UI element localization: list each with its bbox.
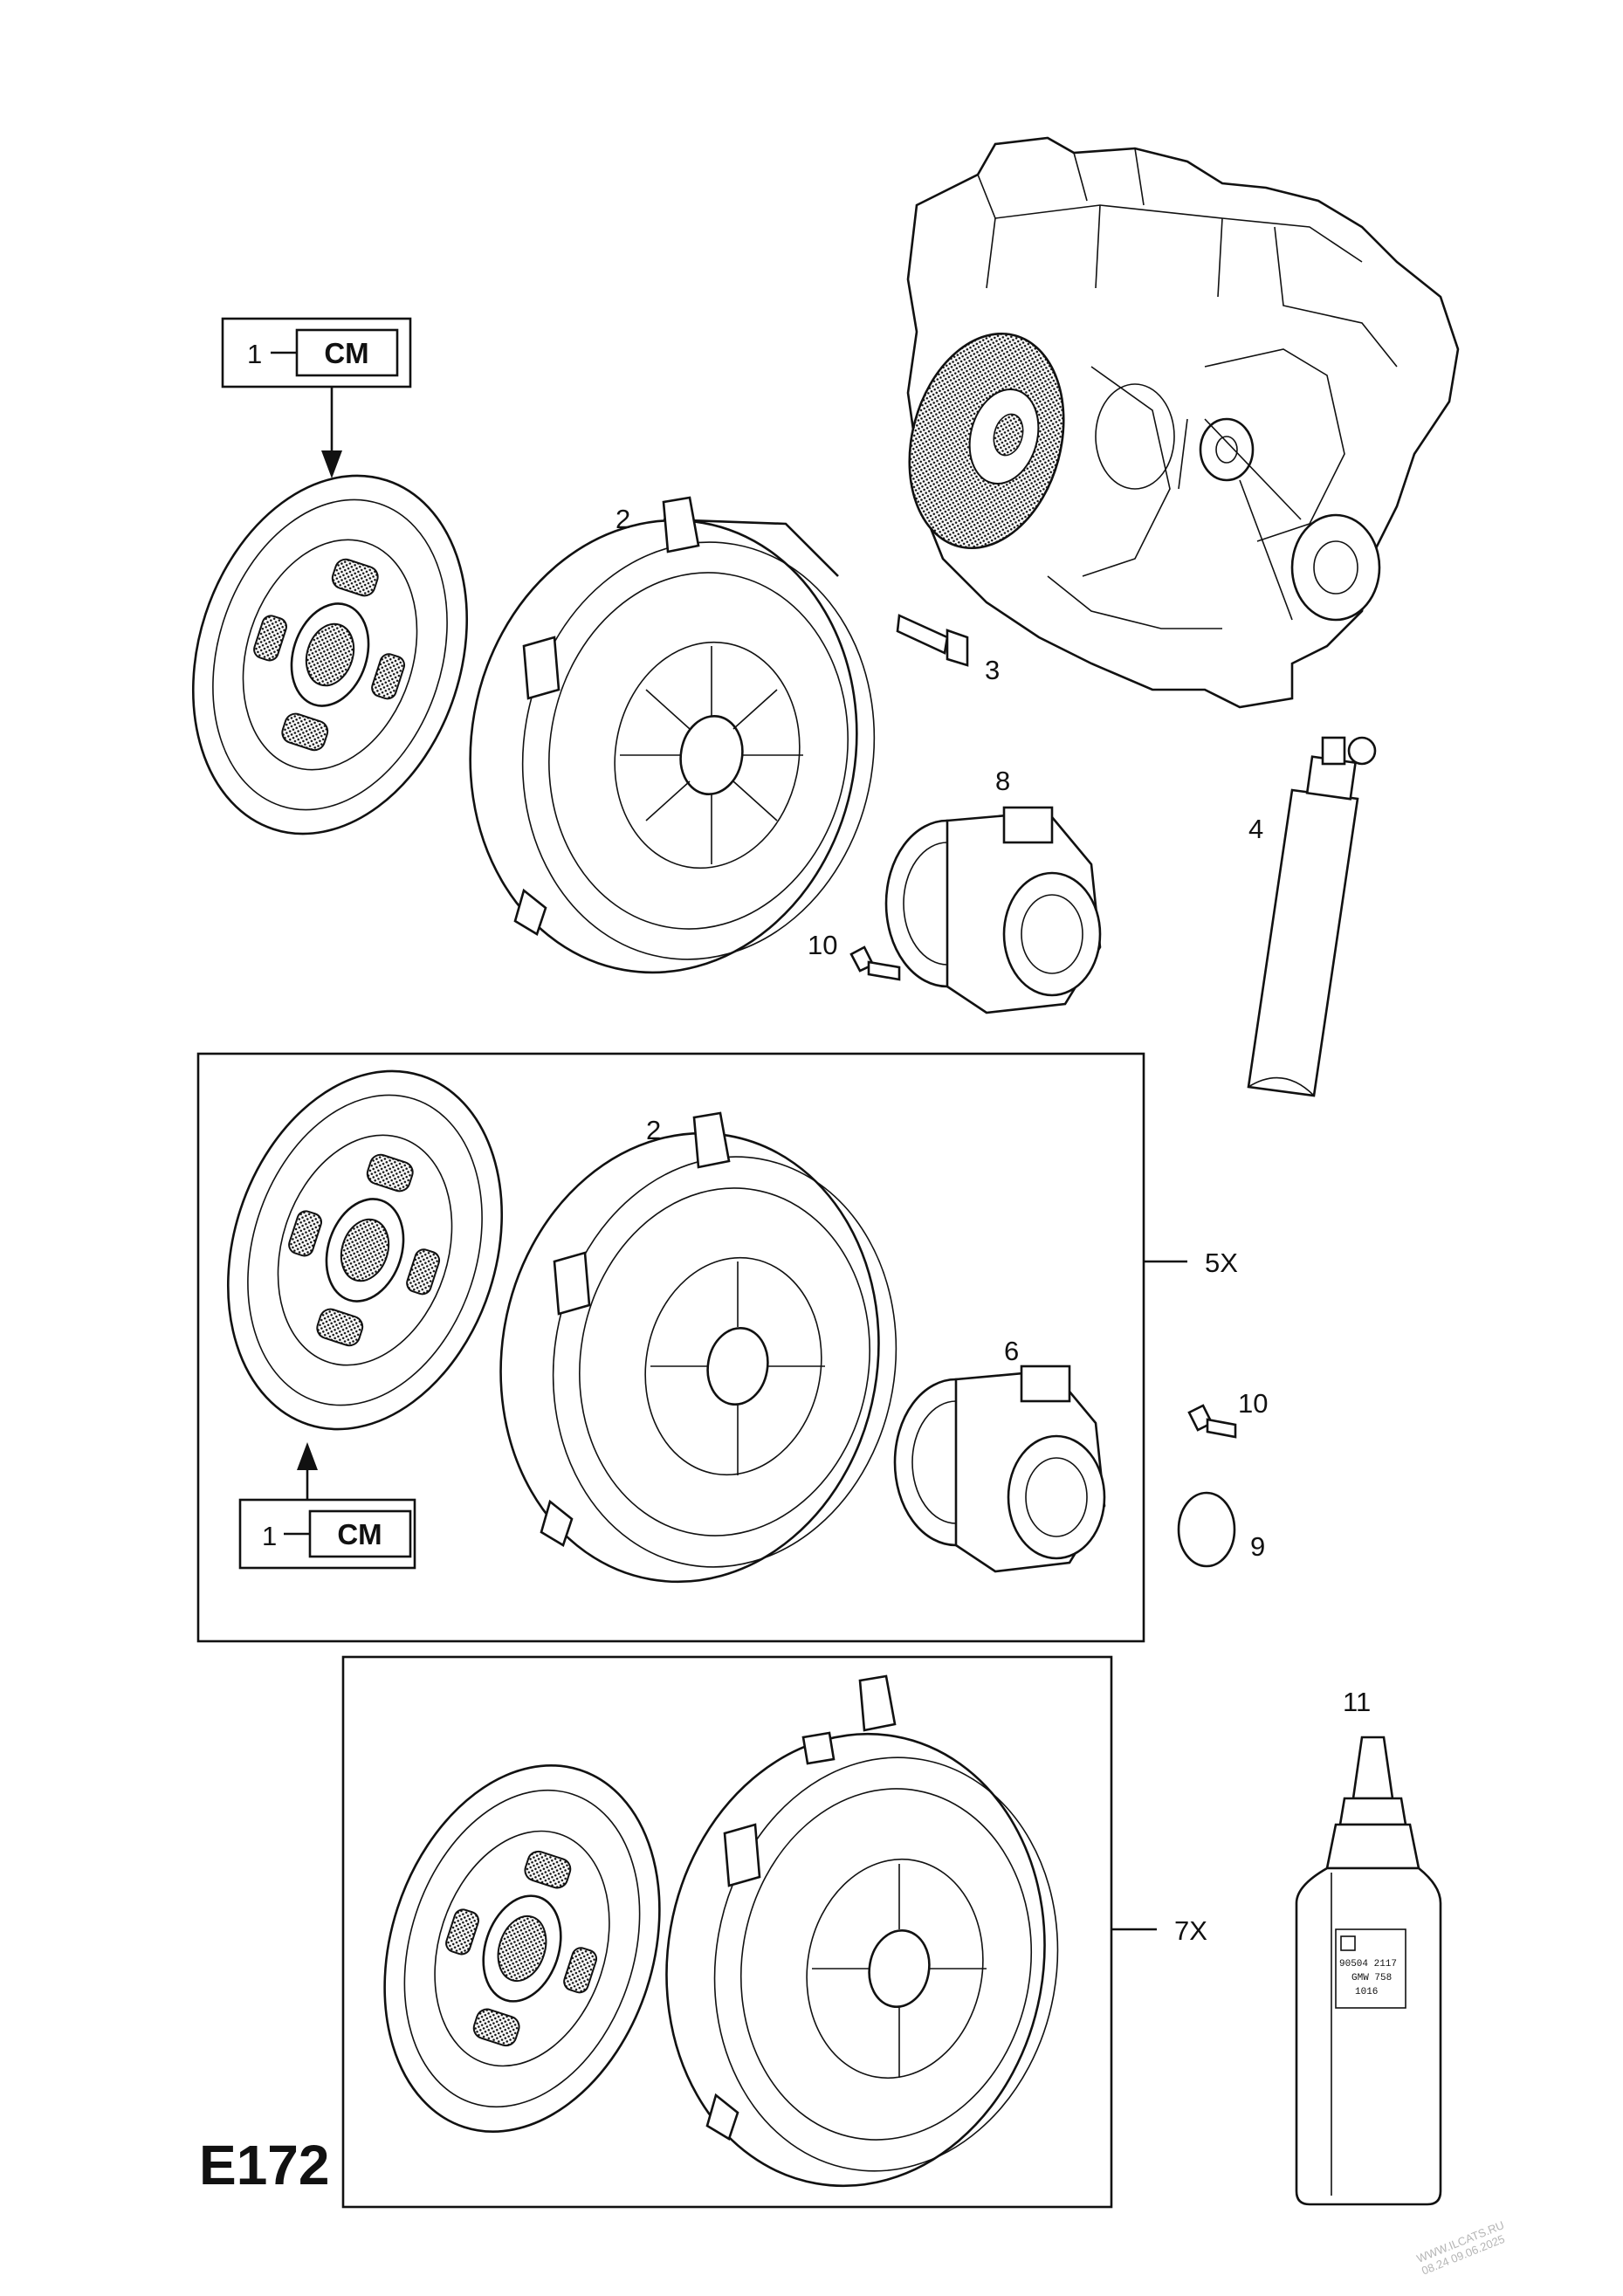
pressure-plate-bottom: [665, 1674, 1059, 2188]
kit-5x-frame: [196, 1052, 1145, 1643]
callout-11: 11: [1343, 1687, 1371, 1717]
bottle-label-line-1: 90504 2117: [1339, 1959, 1397, 1969]
callout-4: 4: [1248, 814, 1263, 844]
slave-cylinder-top: [884, 806, 1102, 1014]
watermark: WWW.ILCATS.RU 08.24 09.06.2025: [1415, 2218, 1507, 2278]
diagram-code: E172: [199, 2134, 329, 2196]
callout-2-mid: 2: [646, 1115, 661, 1145]
screw-mid: [1187, 1404, 1237, 1439]
cm-label-mid: 1 CM: [238, 1442, 416, 1570]
callout-7x: 7X: [1174, 1915, 1207, 1946]
pressure-plate-mid: [499, 1111, 897, 1584]
kit-7x-frame: [341, 1655, 1113, 2209]
cm-text-top: CM: [324, 337, 368, 369]
callout-3: 3: [985, 655, 1000, 685]
bolt-part: [896, 614, 969, 667]
cm-text-mid: CM: [337, 1518, 382, 1550]
fluid-bottle: 90504 2117 GMW 758 1016: [1295, 1736, 1442, 2206]
clutch-disc-bottom: [383, 1764, 661, 2133]
callout-10-mid: 10: [1238, 1388, 1268, 1419]
screw-top: [849, 945, 901, 981]
callout-5x: 5X: [1205, 1248, 1238, 1278]
engine-illustration: [906, 136, 1460, 709]
grease-tube: [1247, 736, 1377, 1097]
clutch-disc-mid: [226, 1069, 504, 1431]
cm-label-top: 1 CM: [221, 317, 412, 478]
clutch-disc-top: [191, 474, 469, 835]
callout-9: 9: [1250, 1531, 1265, 1562]
callout-2-top: 2: [616, 504, 630, 534]
o-ring: [1177, 1491, 1236, 1568]
bottle-label-line-2: GMW 758: [1351, 1973, 1392, 1983]
callout-1-top: 1: [247, 339, 262, 369]
arrow-up-icon: [297, 1442, 318, 1470]
callout-6: 6: [1004, 1336, 1019, 1366]
pressure-plate-top: [469, 496, 876, 974]
arrow-down-icon: [321, 450, 342, 478]
callout-1-mid: 1: [262, 1521, 277, 1551]
bottle-label-line-3: 1016: [1355, 1987, 1378, 1997]
callout-10-top: 10: [808, 930, 837, 960]
callout-8: 8: [995, 766, 1010, 796]
slave-cylinder-mid: [893, 1365, 1106, 1573]
